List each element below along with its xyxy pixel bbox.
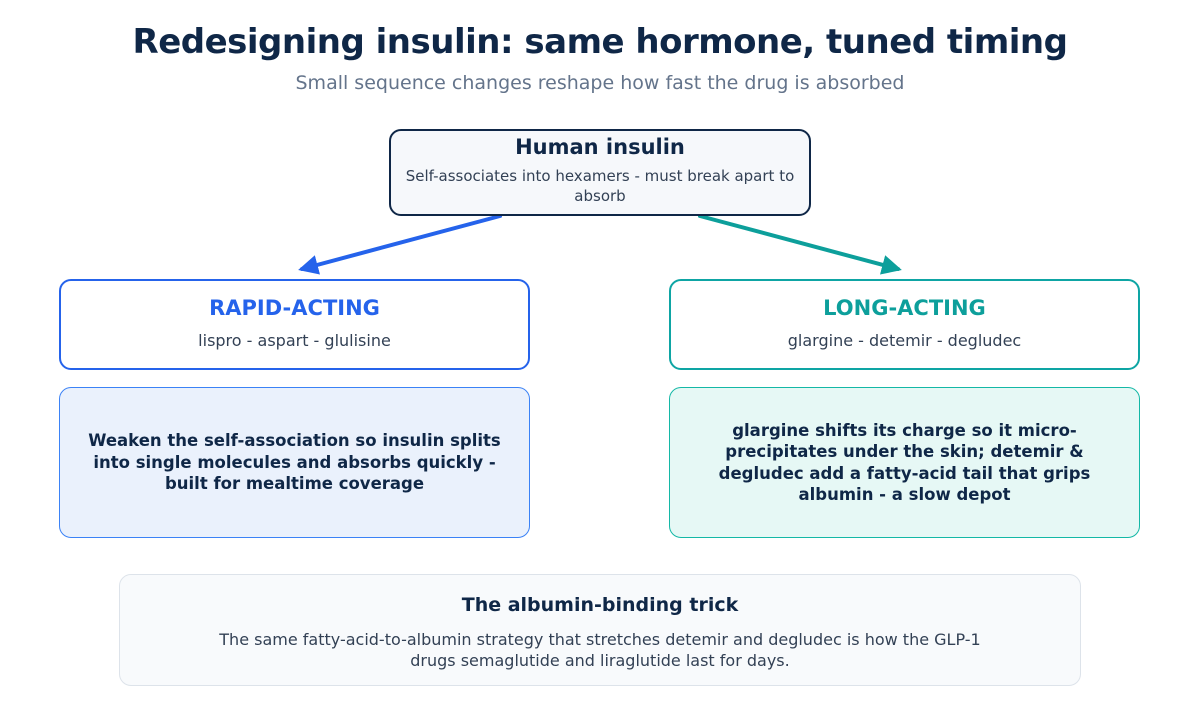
human-insulin-node: Human insulin Self-associates into hexam…	[389, 129, 811, 216]
arrow-to-long-acting	[698, 214, 902, 275]
human-insulin-title: Human insulin	[515, 135, 685, 159]
rapid-acting-node: RAPID-ACTING lispro - aspart - glulisine	[59, 279, 530, 370]
albumin-binding-note: The albumin-binding trick The same fatty…	[119, 574, 1081, 686]
long-acting-title: LONG-ACTING	[823, 296, 986, 320]
rapid-acting-detail-card: Weaken the self-association so insulin s…	[59, 387, 530, 538]
arrow-to-rapid-acting	[298, 214, 502, 275]
albumin-binding-text: The same fatty-acid-to-albumin strategy …	[219, 630, 981, 670]
rapid-acting-title: RAPID-ACTING	[209, 296, 380, 320]
page-subtitle: Small sequence changes reshape how fast …	[295, 72, 905, 94]
long-acting-detail-text: glargine shifts its charge so it micro-p…	[718, 420, 1091, 505]
albumin-binding-title: The albumin-binding trick	[461, 594, 739, 616]
page-title: Redesigning insulin: same hormone, tuned…	[132, 22, 1068, 62]
long-acting-node: LONG-ACTING glargine - detemir - deglude…	[669, 279, 1140, 370]
rapid-acting-examples: lispro - aspart - glulisine	[198, 331, 391, 350]
rapid-acting-detail-text: Weaken the self-association so insulin s…	[88, 431, 501, 494]
human-insulin-description: Self-associates into hexamers - must bre…	[405, 167, 795, 205]
long-acting-detail-card: glargine shifts its charge so it micro-p…	[669, 387, 1140, 538]
long-acting-examples: glargine - detemir - degludec	[787, 331, 1022, 350]
